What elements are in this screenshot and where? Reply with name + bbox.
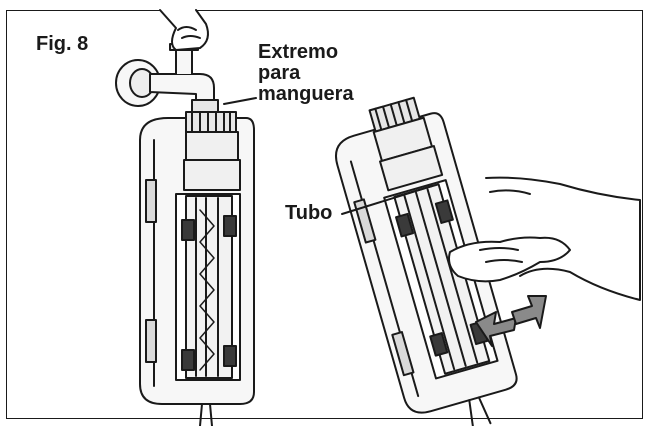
hose-end-label-line-1: Extremo <box>258 41 339 63</box>
figure-number-label: Fig. 8 <box>36 33 89 55</box>
right-housing <box>335 96 518 426</box>
hose-end-leader <box>223 97 257 105</box>
rotation-arrows <box>475 295 547 347</box>
faucet <box>115 43 219 121</box>
hose-end-label-line-3: manguera <box>258 83 354 105</box>
hose-end-label-line-2: para <box>258 62 301 84</box>
left-housing <box>139 111 255 426</box>
tube-leader <box>341 185 433 215</box>
hand-on-faucet <box>159 9 209 51</box>
hands-on-tube <box>448 176 641 301</box>
hose-end-label: Extremo para manguera <box>258 42 354 105</box>
tube-label: Tubo <box>285 202 333 224</box>
